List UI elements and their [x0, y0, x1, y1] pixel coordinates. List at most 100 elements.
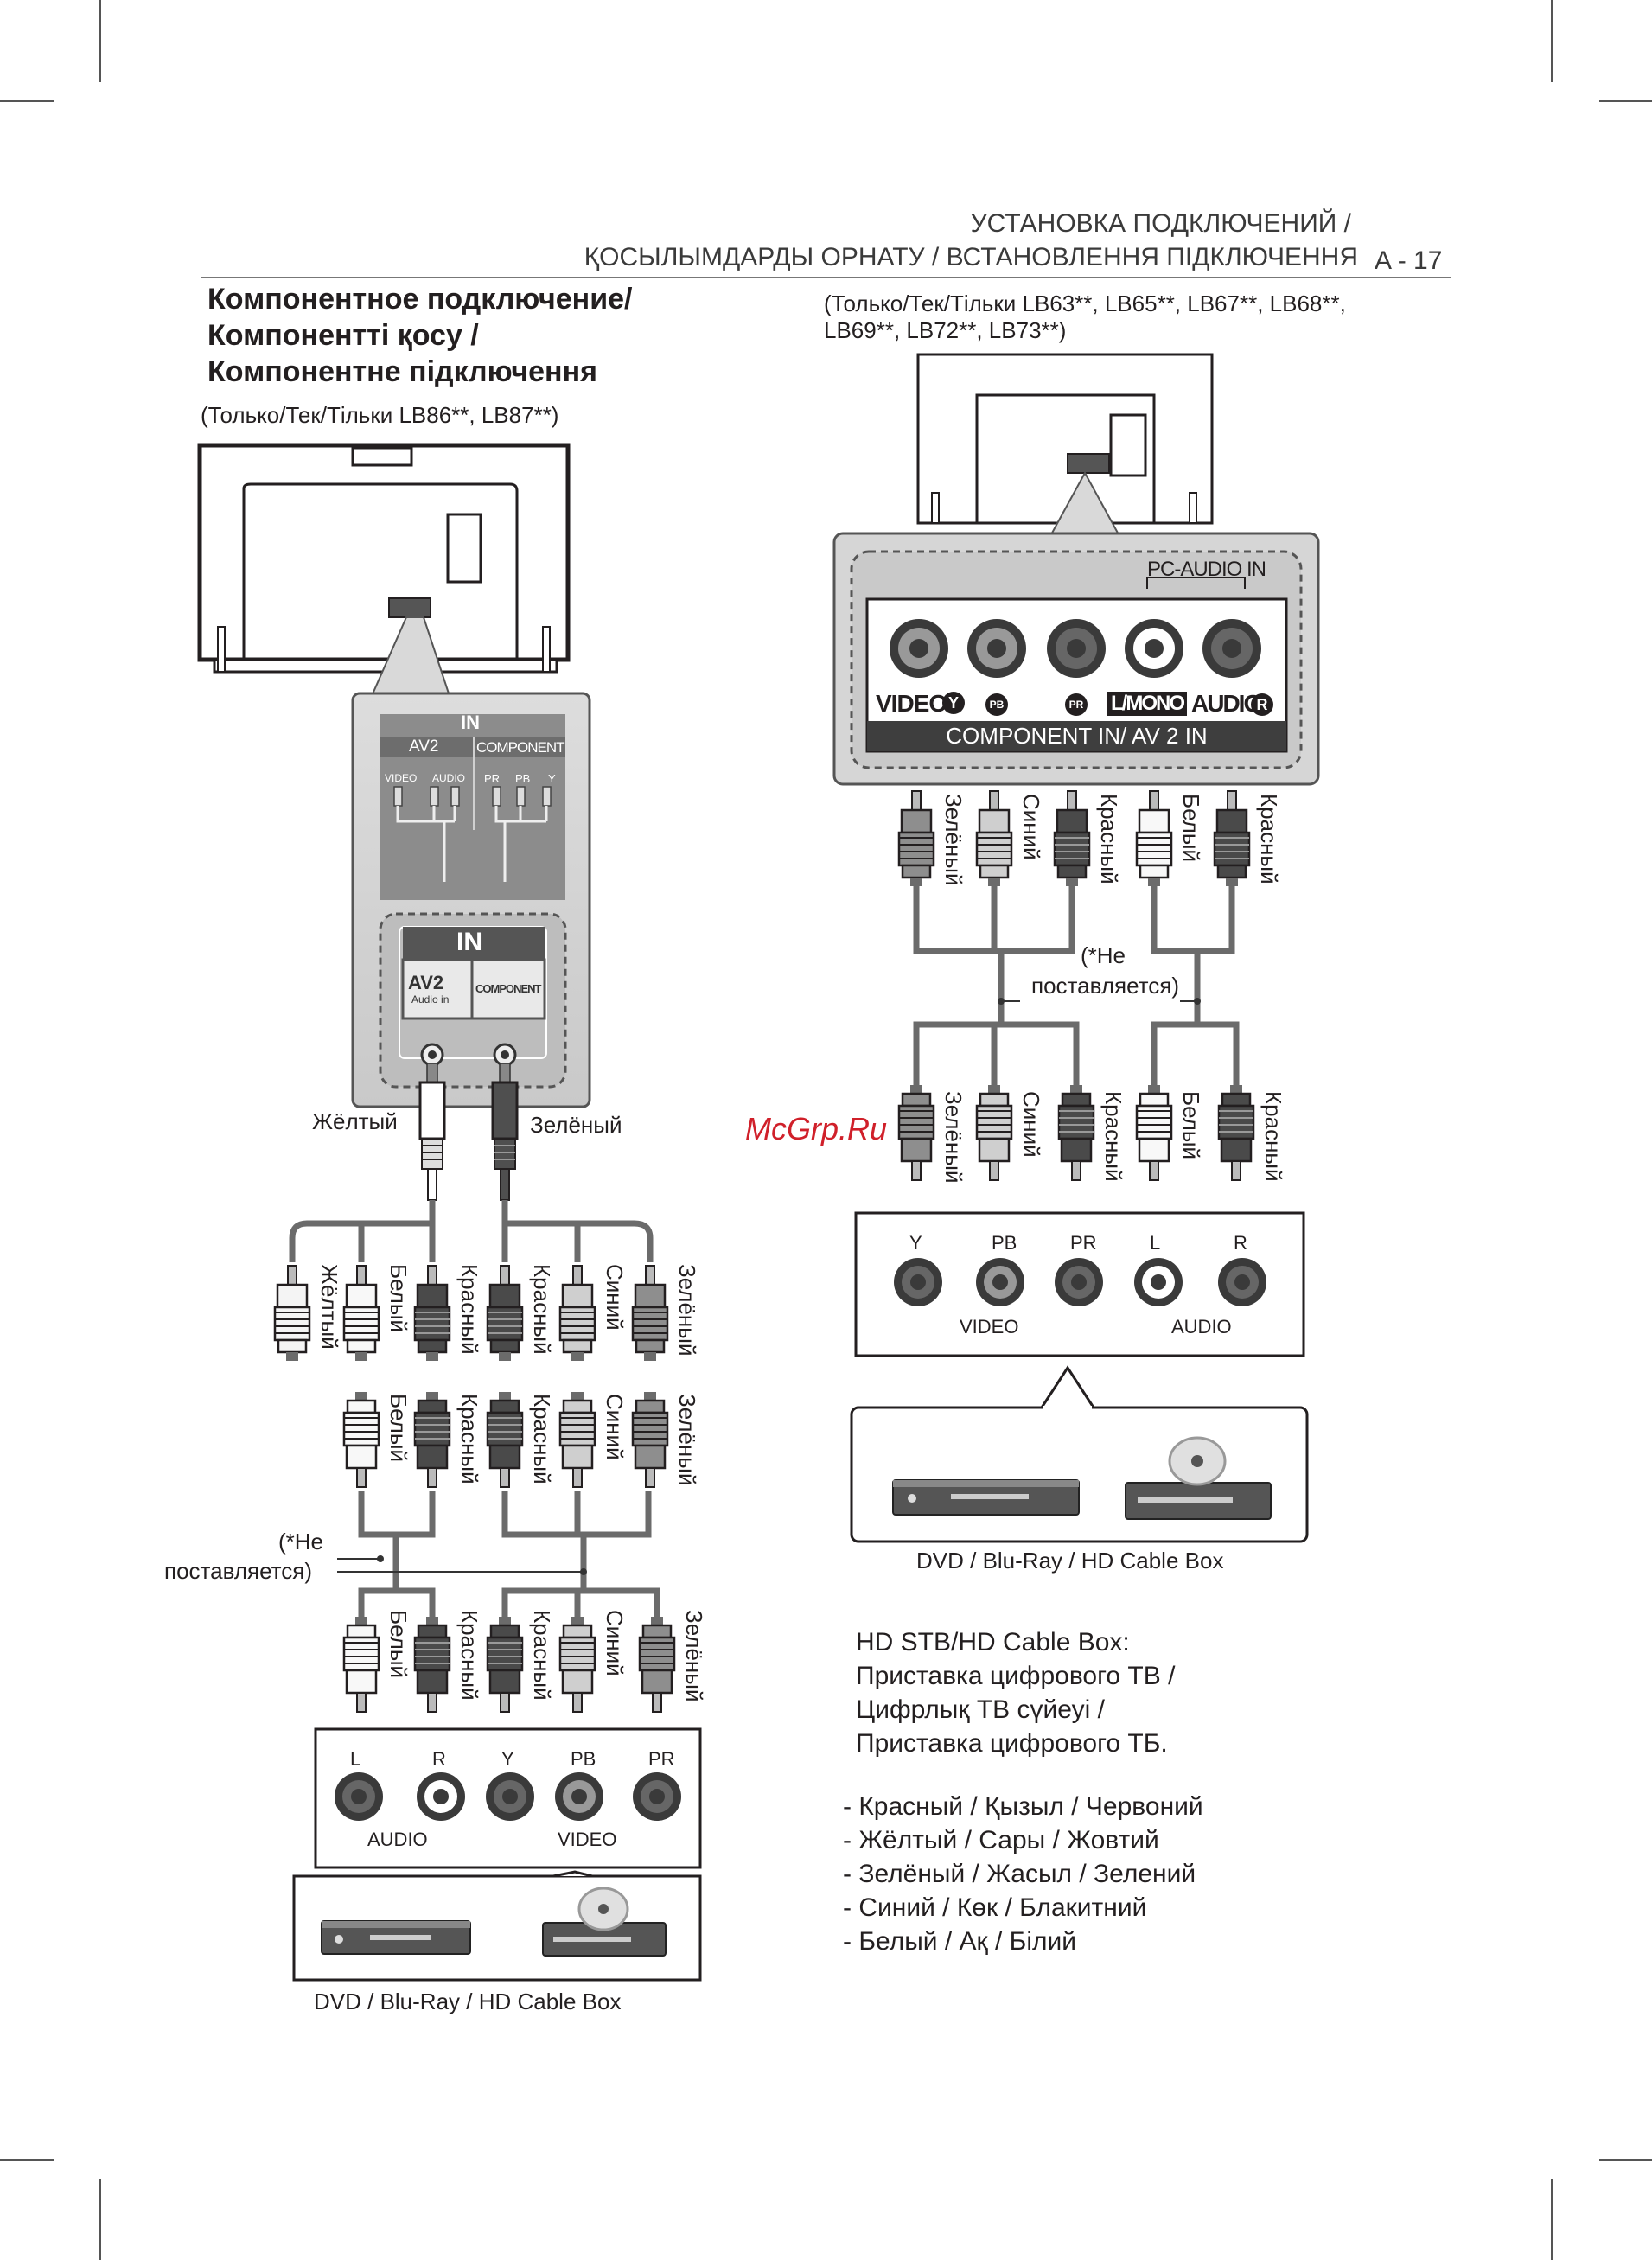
left-row1-label: Красный: [456, 1264, 482, 1355]
header-line1: УСТАНОВКА ПОДКЛЮЧЕНИЙ /: [970, 209, 1351, 238]
right-device-port-label: R: [1234, 1232, 1247, 1254]
crop-mark: [0, 100, 54, 102]
right-device-jack: [1134, 1258, 1183, 1306]
color-legend-4: - Белый / Ақ / Білий: [843, 1927, 1077, 1956]
left-plate-y-label: Y: [548, 772, 556, 785]
right-port-lmono-label: L/MONO: [1107, 692, 1187, 716]
left-row1-plug: [342, 1265, 380, 1361]
right-port-r-badge: R: [1251, 693, 1273, 716]
left-splitter-wires: [289, 1200, 654, 1262]
crop-mark: [1599, 2159, 1652, 2161]
left-device-port-label: PB: [571, 1748, 596, 1770]
left-bluray-player-icon: [542, 1887, 667, 1957]
left-device-jack: [417, 1772, 465, 1821]
left-plate-pr-label: PR: [484, 772, 501, 785]
left-device-jack: [335, 1772, 383, 1821]
left-plate-av2-label: AV2: [409, 737, 439, 756]
left-row1-label: Красный: [529, 1264, 555, 1355]
stb-note-3: Цифрлық ТВ сүйеуі /: [856, 1695, 1105, 1724]
right-port-pr-badge: PR: [1065, 693, 1088, 716]
left-row2-plug: [342, 1392, 380, 1488]
left-plate-pb-label: PB: [515, 772, 531, 785]
right-row1-plug: [975, 790, 1013, 886]
crop-mark: [1551, 2179, 1553, 2260]
right-device-jack: [1218, 1258, 1266, 1306]
left-device-port-label: R: [432, 1748, 446, 1770]
color-legend-1: - Жёлтый / Сары / Жовтий: [843, 1826, 1159, 1855]
left-row2-plug: [631, 1392, 669, 1488]
left-plate-component-label: COMPONENT: [476, 739, 564, 756]
left-minijack-cables: [418, 1063, 519, 1201]
left-not-supplied-1: (*Не: [278, 1529, 324, 1555]
right-device-group-label: VIDEO: [960, 1316, 1019, 1337]
header-rule: [201, 277, 1451, 278]
right-port-pb-badge: PB: [985, 693, 1008, 716]
stb-note-4: Приставка цифрового ТБ.: [856, 1729, 1168, 1758]
right-device-group-label: AUDIO: [1171, 1316, 1232, 1337]
crop-mark: [1551, 0, 1553, 82]
left-row2-plug: [413, 1392, 451, 1488]
label-yellow: Жёлтый: [312, 1108, 398, 1134]
color-legend-0: - Красный / Қызыл / Червоний: [843, 1792, 1203, 1821]
left-row1-plug: [558, 1265, 596, 1361]
right-panel-jacks: [890, 619, 1261, 678]
left-row3-label: Красный: [529, 1610, 555, 1701]
left-row3-label: Синий: [602, 1610, 628, 1676]
right-row2-label: Синий: [1018, 1091, 1044, 1158]
right-device-port-label: L: [1150, 1232, 1161, 1254]
right-row1-plug: [1135, 790, 1173, 886]
section-title-kz: Компоненттi қосу /: [207, 319, 479, 352]
left-row2-plug: [486, 1392, 524, 1488]
left-device-jack: [555, 1772, 603, 1821]
left-dvd-player-icon: [321, 1920, 471, 1955]
right-device-jack: [894, 1258, 942, 1306]
right-row2-plug: [1135, 1085, 1173, 1181]
left-row1-plug: [486, 1265, 524, 1361]
right-port-y-badge: Y: [942, 692, 965, 714]
right-device-jack: [1055, 1258, 1103, 1306]
left-row1-plug: [413, 1265, 451, 1361]
left-label-plate: [380, 714, 565, 900]
left-device-group-label: VIDEO: [558, 1829, 617, 1850]
left-row3-plug: [638, 1617, 676, 1713]
left-row3-label: Зелёный: [681, 1610, 707, 1702]
left-row1-plug: [273, 1265, 311, 1361]
right-row2-label: Зелёный: [941, 1091, 966, 1184]
right-models-line2: LB69**, LB72**, LB73**): [824, 317, 1067, 343]
left-device-port-label: L: [350, 1748, 361, 1770]
right-row2-label: Красный: [1260, 1091, 1286, 1182]
right-device-port-label: Y: [909, 1232, 922, 1254]
left-row1-label: Жёлтый: [316, 1264, 342, 1350]
left-plate-audio-label: AUDIO: [432, 772, 466, 784]
left-row1-label: Зелёный: [674, 1264, 700, 1357]
left-row3-label: Красный: [456, 1610, 482, 1701]
stb-note-1: HD STB/HD Cable Box:: [856, 1628, 1130, 1657]
left-caption: DVD / Blu-Ray / HD Cable Box: [314, 1989, 622, 2014]
right-row1-plug: [897, 790, 935, 886]
section-title-ua: Компонентне підключення: [207, 355, 597, 388]
right-caption: DVD / Blu-Ray / HD Cable Box: [916, 1548, 1224, 1574]
page-number: A - 17: [1375, 246, 1443, 275]
right-row1-label: Синий: [1018, 794, 1044, 860]
left-row3-plug: [413, 1617, 451, 1713]
left-adapter-wires: [358, 1491, 660, 1617]
right-row2-plug: [1217, 1085, 1255, 1181]
left-not-supplied-2: поставляется): [164, 1558, 313, 1584]
right-row2-plug: [1057, 1085, 1095, 1181]
left-row2-plug: [558, 1392, 596, 1488]
left-jack-component-label: COMPONENT: [475, 982, 541, 995]
tv-back-right: [916, 353, 1214, 525]
left-device-group-label: AUDIO: [367, 1829, 428, 1850]
left-row2-label: Синий: [602, 1394, 628, 1460]
right-row1-label: Красный: [1256, 794, 1282, 884]
left-jack-in-label: IN: [456, 928, 482, 956]
left-plate-video-label: VIDEO: [385, 772, 418, 784]
crop-mark: [1599, 100, 1652, 102]
right-row2-label: Белый: [1178, 1091, 1204, 1160]
right-models-line1: (Только/Тек/Тільки LB63**, LB65**, LB67*…: [824, 290, 1346, 316]
left-models: (Только/Тек/Тільки LB86**, LB87**): [201, 402, 559, 428]
left-row3-label: Белый: [386, 1610, 411, 1679]
left-row3-plug: [486, 1617, 524, 1713]
left-device-jack: [633, 1772, 681, 1821]
